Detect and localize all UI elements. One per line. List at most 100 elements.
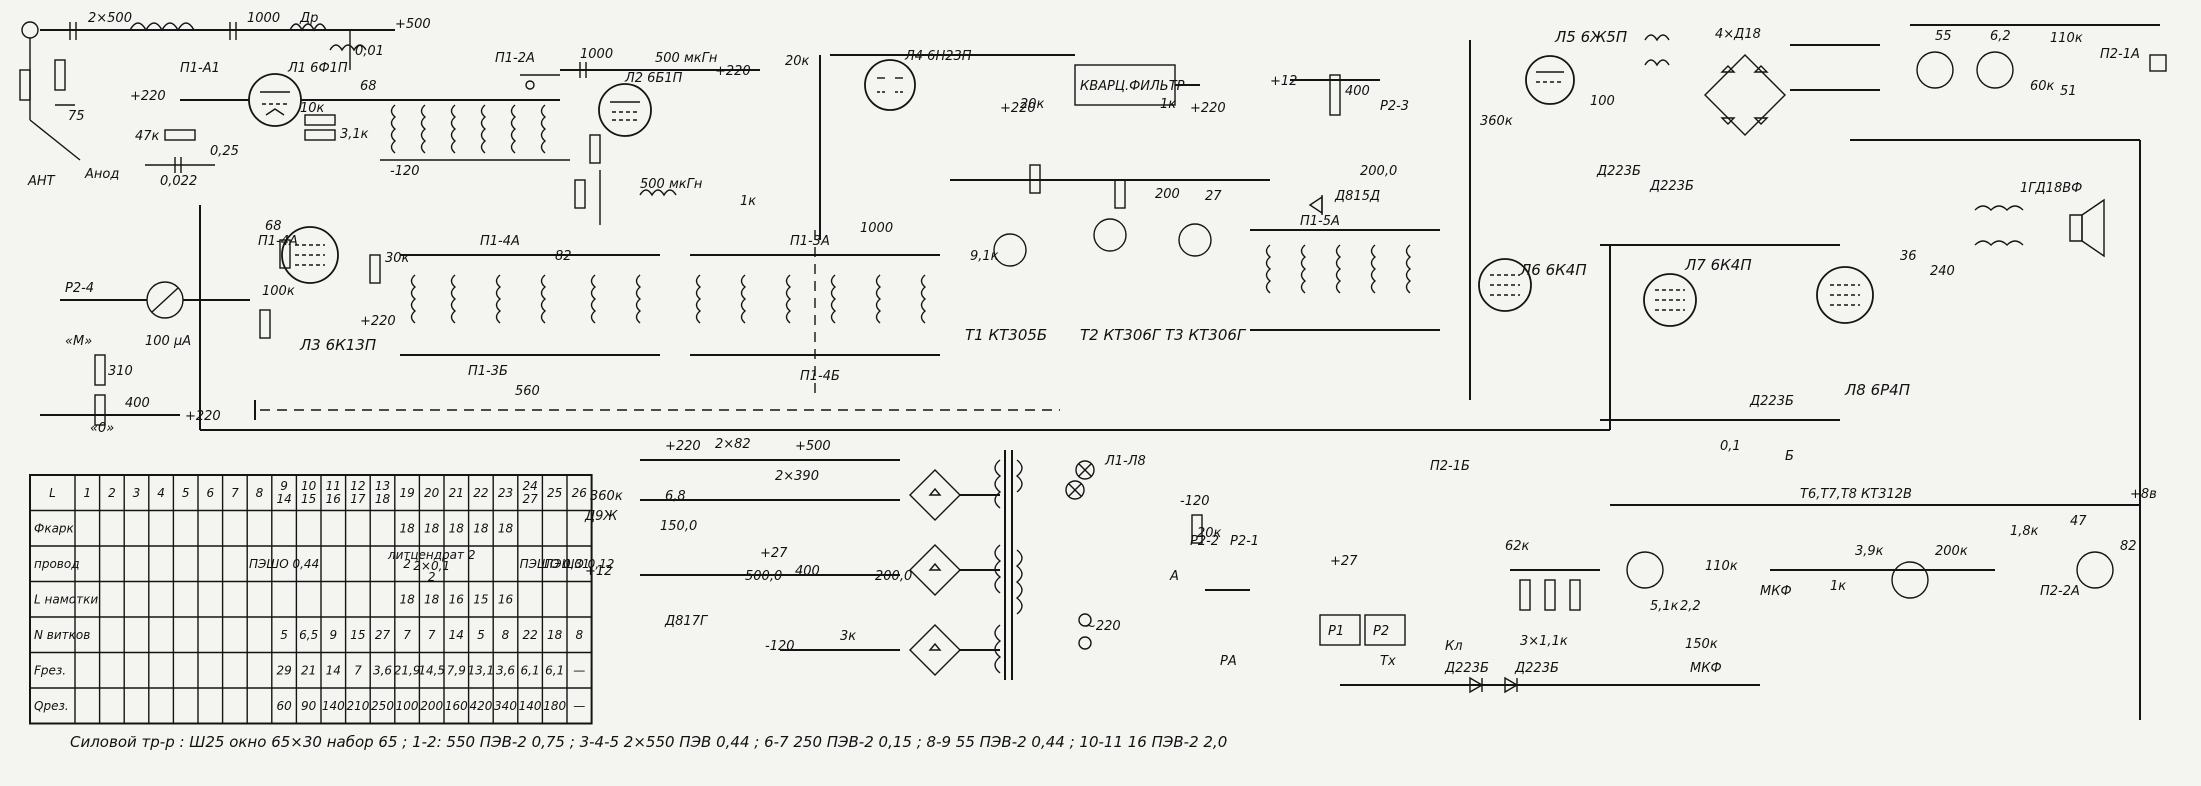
- node-a-label: А: [1169, 569, 1179, 584]
- switch-p21a-label: П2-1А: [2100, 47, 2140, 62]
- cap-47-label: 82: [2120, 539, 2137, 554]
- anode-label: Анод: [84, 167, 119, 182]
- coil-table-header-cell: 9: [280, 479, 288, 493]
- relay-p22-label: Р2-2: [1190, 534, 1219, 549]
- meter: 100 μА Р2-4 «М» 310 400 «0» +220: [40, 281, 250, 436]
- coil-table-header-cell: 10: [301, 479, 317, 493]
- voltage-220-d: +220: [185, 409, 221, 424]
- res-30k-label: 30к: [385, 251, 410, 266]
- coil-table-cell: 18: [399, 593, 415, 607]
- coil-table-header-cell: 13: [375, 479, 390, 493]
- coil-table-header-cell: 27: [522, 492, 538, 506]
- relay-p1-box-label: Р1: [1328, 624, 1344, 639]
- res-62k-b-label: 110к: [1705, 559, 1738, 574]
- coil-table-header-cell: 16: [326, 492, 342, 506]
- tube-l7-label: Л7 6К4П: [1684, 256, 1752, 274]
- cap-82mk-label: 9,1к: [970, 249, 999, 264]
- transistor-t1-label: Т1 КТ305Б: [965, 326, 1047, 344]
- res-20k-b-label: 20к: [1020, 97, 1045, 112]
- switch-p12a-label: П1-2А: [495, 51, 535, 66]
- coil-table-cell: 18: [473, 522, 489, 536]
- coil-table-header-cell: 17: [350, 492, 366, 506]
- cap-100-label: 360к: [1480, 114, 1513, 129]
- coil-table-cell: 27: [375, 628, 391, 642]
- tube-l4-label: Л4 6Н23П: [904, 49, 972, 64]
- res-47k-label: 47к: [135, 129, 160, 144]
- coil-table-cell: 7: [403, 628, 411, 642]
- res-110k-label: 5,1к: [1650, 599, 1679, 614]
- coil-table-header-cell: 19: [399, 486, 414, 500]
- diode-d223b-b: Д223Б: [1649, 179, 1694, 194]
- res-39k-label: 200к: [1935, 544, 1968, 559]
- res-360k-label: 200,0: [1360, 164, 1397, 179]
- cap-22-label: 150к: [1685, 637, 1718, 652]
- coil-table-cell: 90: [301, 699, 317, 713]
- power-rail-500: +500 2×500 1000 Др 0,01: [21, 11, 431, 70]
- coil-table-header-cell: 15: [301, 492, 316, 506]
- res-320k-label: 240: [1930, 264, 1955, 279]
- relay-p23-label: Р2-3: [1380, 99, 1409, 114]
- cap-1000-b-label: 1000: [580, 47, 613, 62]
- coil-table-header-cell: 11: [326, 479, 341, 493]
- bottom-bus: [199, 205, 1611, 431]
- coil-table-cell: 18: [399, 522, 415, 536]
- res-3x11k-label: 3×1,1к: [1520, 634, 1568, 649]
- coil-table-cell: 18: [547, 628, 563, 642]
- coil-bank-l3: 82 П1-3Б 560 П1-4А: [400, 234, 660, 399]
- tube-l2: Л2 6Б1П 500 мкГн 1000 500 мкГн 1к +220: [560, 47, 760, 225]
- coil-table-header-cell: 6: [206, 486, 214, 500]
- coil-table-cell: 160: [445, 699, 468, 713]
- switch-p15a-label: П1-5А: [1300, 214, 1340, 229]
- voltage-200-label: 1к: [740, 194, 756, 209]
- pa-label: РА: [1220, 654, 1237, 669]
- mode-m-label: «М»: [65, 334, 92, 349]
- transistor-stage: Т1 КТ305Б Т2 КТ306Г Т3 КТ306Г 9,1к 200 2…: [950, 164, 1270, 344]
- relay-p1-label: П1-4А: [258, 234, 298, 249]
- coil-table-cell: 340: [494, 699, 517, 713]
- res-18k-c-label: 47: [2070, 514, 2087, 529]
- coil-table-cell: 2: [403, 557, 411, 571]
- diode-d223b-d: Д223Б: [1444, 661, 1489, 676]
- cap-215-label: 560: [515, 384, 540, 399]
- coil-table-cell: 8: [502, 628, 510, 642]
- tube-l1-label: Л1 6Ф1П: [287, 61, 348, 76]
- bridge-4xd18-label: 4×Д18: [1715, 27, 1761, 42]
- voltage-27-b: +27: [1330, 554, 1358, 569]
- coil-table-cell: —: [573, 664, 585, 678]
- tube-l6: Л6 6К4П: [1478, 258, 1587, 312]
- coil-table-cell: 7,9: [447, 664, 466, 678]
- tube-l3: Л3 6К13П 68 100к 30к +220 П1-4А: [258, 219, 410, 354]
- voltage-m120-b: -120: [765, 639, 795, 654]
- coil-table-cell: 5: [280, 628, 288, 642]
- cap-4x005-label: 62к: [1505, 539, 1530, 554]
- coil-table-cell: 2: [428, 570, 436, 584]
- diode-d901-label: Д815Д: [1334, 189, 1380, 204]
- coil-table-cell: литцендрат 2: [387, 548, 476, 562]
- res-400-label: 400: [795, 564, 820, 579]
- res-2x390-label: 2×390: [775, 469, 819, 484]
- cap-62-label: 51: [2060, 84, 2077, 99]
- switch-p1a1-label: П1-А1: [180, 61, 220, 76]
- diode-d223b-e: Д223Б: [1514, 661, 1559, 676]
- voltage-m120-a: -120: [390, 164, 420, 179]
- coil-table-cell: 18: [498, 522, 514, 536]
- tube-l5: Л5 6Ж5П 360к 100 Д223Б Д223Б: [1469, 28, 1694, 400]
- coil-table-header-cell: 24: [522, 479, 537, 493]
- res-100k-label: 100к: [262, 284, 295, 299]
- diode-d815-label: Д817Г: [664, 614, 709, 629]
- coil-table-cell: 9: [329, 628, 337, 642]
- voltage-500-label: +500: [395, 17, 431, 32]
- coil-table-cell: 140: [519, 699, 542, 713]
- res-10k-label: 10к: [300, 101, 325, 116]
- tube-l6-label: Л6 6К4П: [1519, 261, 1587, 279]
- coil-table-cell: 18: [424, 522, 440, 536]
- coil-table-header-cell: 8: [256, 486, 264, 500]
- switch-p22a-label: П2-2А: [2040, 584, 2080, 599]
- coil-table-header-cell: 25: [547, 486, 562, 500]
- res-1k-label: 1к: [1160, 97, 1176, 112]
- coil-table-cell: 3,6: [373, 664, 392, 678]
- res-1k-b-label: 1к: [1830, 579, 1846, 594]
- coil-table-header-cell: 3: [133, 486, 141, 500]
- tube-l1: Л1 6Ф1П П1-А1 68 10к 3,1к -120: [180, 44, 420, 179]
